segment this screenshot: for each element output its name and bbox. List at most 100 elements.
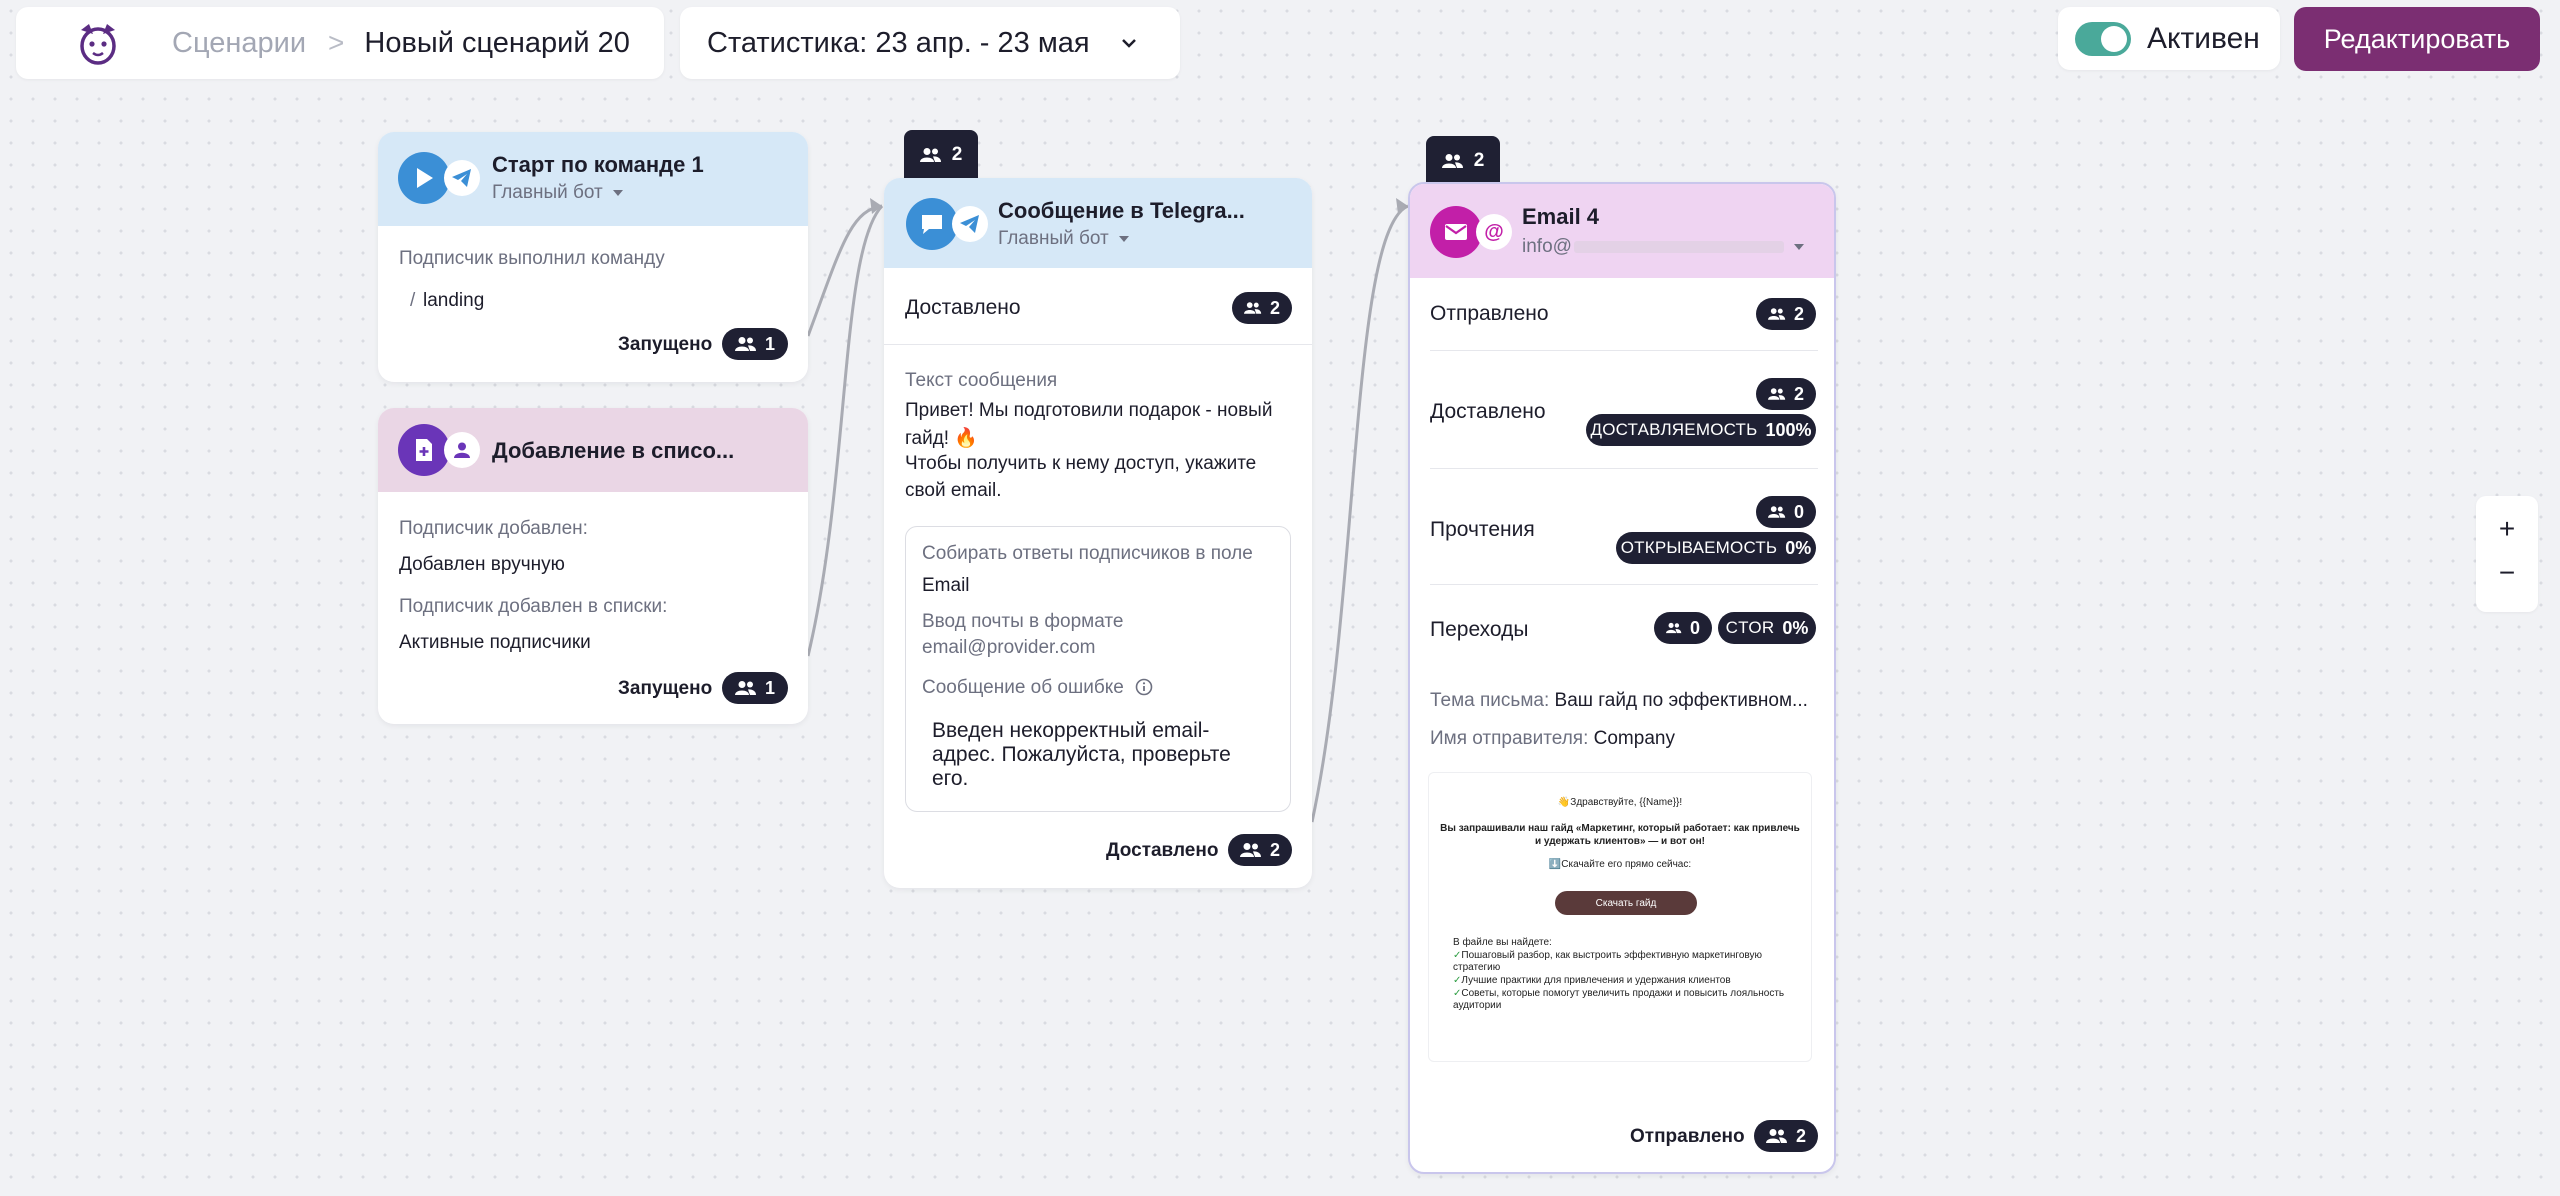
sender-email-selector[interactable]: info@	[1522, 236, 1804, 258]
error-message-line: его.	[932, 767, 969, 790]
added-value: Добавлен вручную	[399, 554, 565, 575]
message-text-line: Привет! Мы подготовили подарок - новый	[905, 400, 1273, 421]
opens-label: Прочтения	[1430, 518, 1535, 541]
node-title: Сообщение в Telegra...	[998, 198, 1245, 223]
logo-icon[interactable]	[66, 11, 130, 75]
sent-count-badge: 2	[1754, 1120, 1818, 1152]
active-toggle[interactable]: Активен	[2058, 7, 2280, 70]
collect-field-value: Email	[922, 575, 970, 596]
breadcrumb: Сценарии > Новый сценарий 20	[16, 7, 664, 79]
message-text-line: гайд! 🔥	[905, 428, 978, 449]
people-icon	[1768, 506, 1786, 518]
zoom-in-button[interactable]: +	[2476, 504, 2538, 554]
status-label: Запущено	[618, 334, 713, 355]
error-message-line: Введен некорректный email-	[932, 719, 1210, 742]
error-message-line: адрес. Пожалуйста, проверьте	[932, 743, 1231, 766]
user-icon	[444, 432, 480, 468]
caret-down-icon	[1793, 243, 1804, 250]
node-telegram-message[interactable]: Сообщение в Telegra... Главный бот Доста…	[884, 178, 1312, 888]
zoom-controls: + −	[2476, 496, 2538, 612]
sent-count-badge: 2	[1756, 298, 1816, 330]
subscriber-count-badge: 1	[722, 328, 788, 360]
people-icon	[1766, 1129, 1787, 1143]
node-count-tab: 2	[1426, 136, 1500, 186]
collect-answers-block: Собирать ответы подписчиков в поле Email…	[905, 526, 1291, 812]
node-title: Email 4	[1522, 204, 1600, 229]
bot-selector[interactable]: Главный бот	[492, 182, 623, 204]
subscriber-count-badge: 1	[722, 672, 788, 704]
node-title: Старт по команде 1	[492, 152, 704, 177]
info-icon	[1135, 678, 1153, 696]
edit-button[interactable]: Редактировать	[2294, 7, 2540, 71]
error-label: Сообщение об ошибке	[922, 677, 1153, 699]
message-text-label: Текст сообщения	[905, 370, 1058, 391]
preview-list-item: ✓Лучшие практики для привлечения и удерж…	[1453, 975, 1731, 986]
subject-row: Тема письма: Ваш гайд по эффективном...	[1430, 690, 1808, 711]
at-sign-icon: @	[1476, 214, 1512, 250]
play-icon	[398, 152, 450, 204]
preview-greeting: 👋Здравствуйте, {{Name}}!	[1557, 797, 1683, 808]
open-rate-badge: ОТКРЫВАЕМОСТЬ 0%	[1616, 532, 1816, 564]
trigger-label: Подписчик выполнил команду	[399, 248, 665, 269]
people-icon	[1768, 308, 1786, 320]
preview-list-item: стратегию	[1453, 962, 1501, 973]
telegram-icon	[952, 206, 988, 242]
status-label: Запущено	[618, 678, 713, 699]
delivered-count-badge: 2	[1756, 378, 1816, 410]
delivered-count-badge: 2	[1232, 292, 1292, 324]
delivered-label: Доставлено	[905, 296, 1021, 319]
people-icon	[734, 337, 756, 351]
chat-bubble-icon	[906, 198, 958, 250]
breadcrumb-separator: >	[328, 27, 345, 58]
node-header: Добавление в списо...	[378, 408, 808, 492]
telegram-icon	[444, 160, 480, 196]
toggle-label: Активен	[2147, 21, 2260, 55]
node-count-tab: 2	[904, 130, 978, 180]
added-label: Подписчик добавлен:	[399, 518, 588, 539]
ctor-badge: CTOR 0%	[1718, 612, 1816, 644]
preview-text: ⬇️Скачайте его прямо сейчас:	[1548, 859, 1692, 870]
people-icon	[1441, 154, 1463, 168]
people-icon	[1244, 302, 1262, 314]
delivered-count-badge: 2	[1228, 834, 1292, 866]
stats-period-label: Статистика: 23 апр. - 23 мая	[707, 26, 1090, 59]
zoom-out-button[interactable]: −	[2476, 548, 2538, 598]
envelope-icon	[1430, 206, 1482, 258]
breadcrumb-current-scenario: Новый сценарий 20	[364, 26, 630, 59]
opens-count-badge: 0	[1756, 496, 1816, 528]
node-start-command[interactable]: Старт по команде 1 Главный бот Подписчик…	[378, 132, 808, 382]
redacted-email	[1573, 240, 1784, 253]
connector-telegram-to-email	[1310, 204, 1409, 823]
bot-selector[interactable]: Главный бот	[998, 228, 1129, 250]
connector-list-to-telegram	[806, 204, 884, 657]
collect-label: Собирать ответы подписчиков в поле	[922, 543, 1253, 564]
preview-text: Вы запрашивали наш гайд «Маркетинг, кото…	[1440, 823, 1800, 834]
delivered-label: Доставлено	[1430, 400, 1546, 423]
preview-list-item: аудитории	[1453, 1000, 1502, 1011]
format-line: email@provider.com	[922, 637, 1096, 658]
sender-name-row: Имя отправителя: Company	[1430, 728, 1675, 749]
clicks-count-badge: 0	[1654, 612, 1712, 644]
stats-period-dropdown[interactable]: Статистика: 23 апр. - 23 мая	[680, 7, 1180, 79]
toggle-switch[interactable]	[2075, 21, 2131, 56]
command-value: landing	[423, 290, 485, 311]
format-line: Ввод почты в формате	[922, 611, 1124, 632]
status-label: Доставлено	[1106, 840, 1219, 861]
node-add-to-list[interactable]: Добавление в списо... Подписчик добавлен…	[378, 408, 808, 724]
people-icon	[734, 681, 756, 695]
email-preview[interactable]: 👋Здравствуйте, {{Name}}! Вы запрашивали …	[1428, 772, 1812, 1062]
chevron-down-icon	[1121, 39, 1136, 48]
caret-down-icon	[612, 189, 623, 196]
breadcrumb-scenarios-link[interactable]: Сценарии	[172, 26, 307, 59]
node-title: Добавление в списо...	[492, 438, 735, 463]
node-header: Сообщение в Telegra... Главный бот	[884, 178, 1312, 268]
command-prefix: /	[410, 290, 416, 311]
preview-download-button: Скачать гайд	[1555, 891, 1697, 915]
preview-list-title: В файле вы найдете:	[1453, 937, 1552, 948]
preview-list-item: ✓Пошаговый разбор, как выстроить эффекти…	[1453, 950, 1763, 961]
preview-list-item: ✓Советы, которые помогут увеличить прода…	[1453, 988, 1785, 999]
sent-label: Отправлено	[1430, 302, 1549, 325]
message-text-line: свой email.	[905, 480, 1002, 501]
preview-text: и удержать клиентов» — и вот он!	[1534, 836, 1706, 847]
